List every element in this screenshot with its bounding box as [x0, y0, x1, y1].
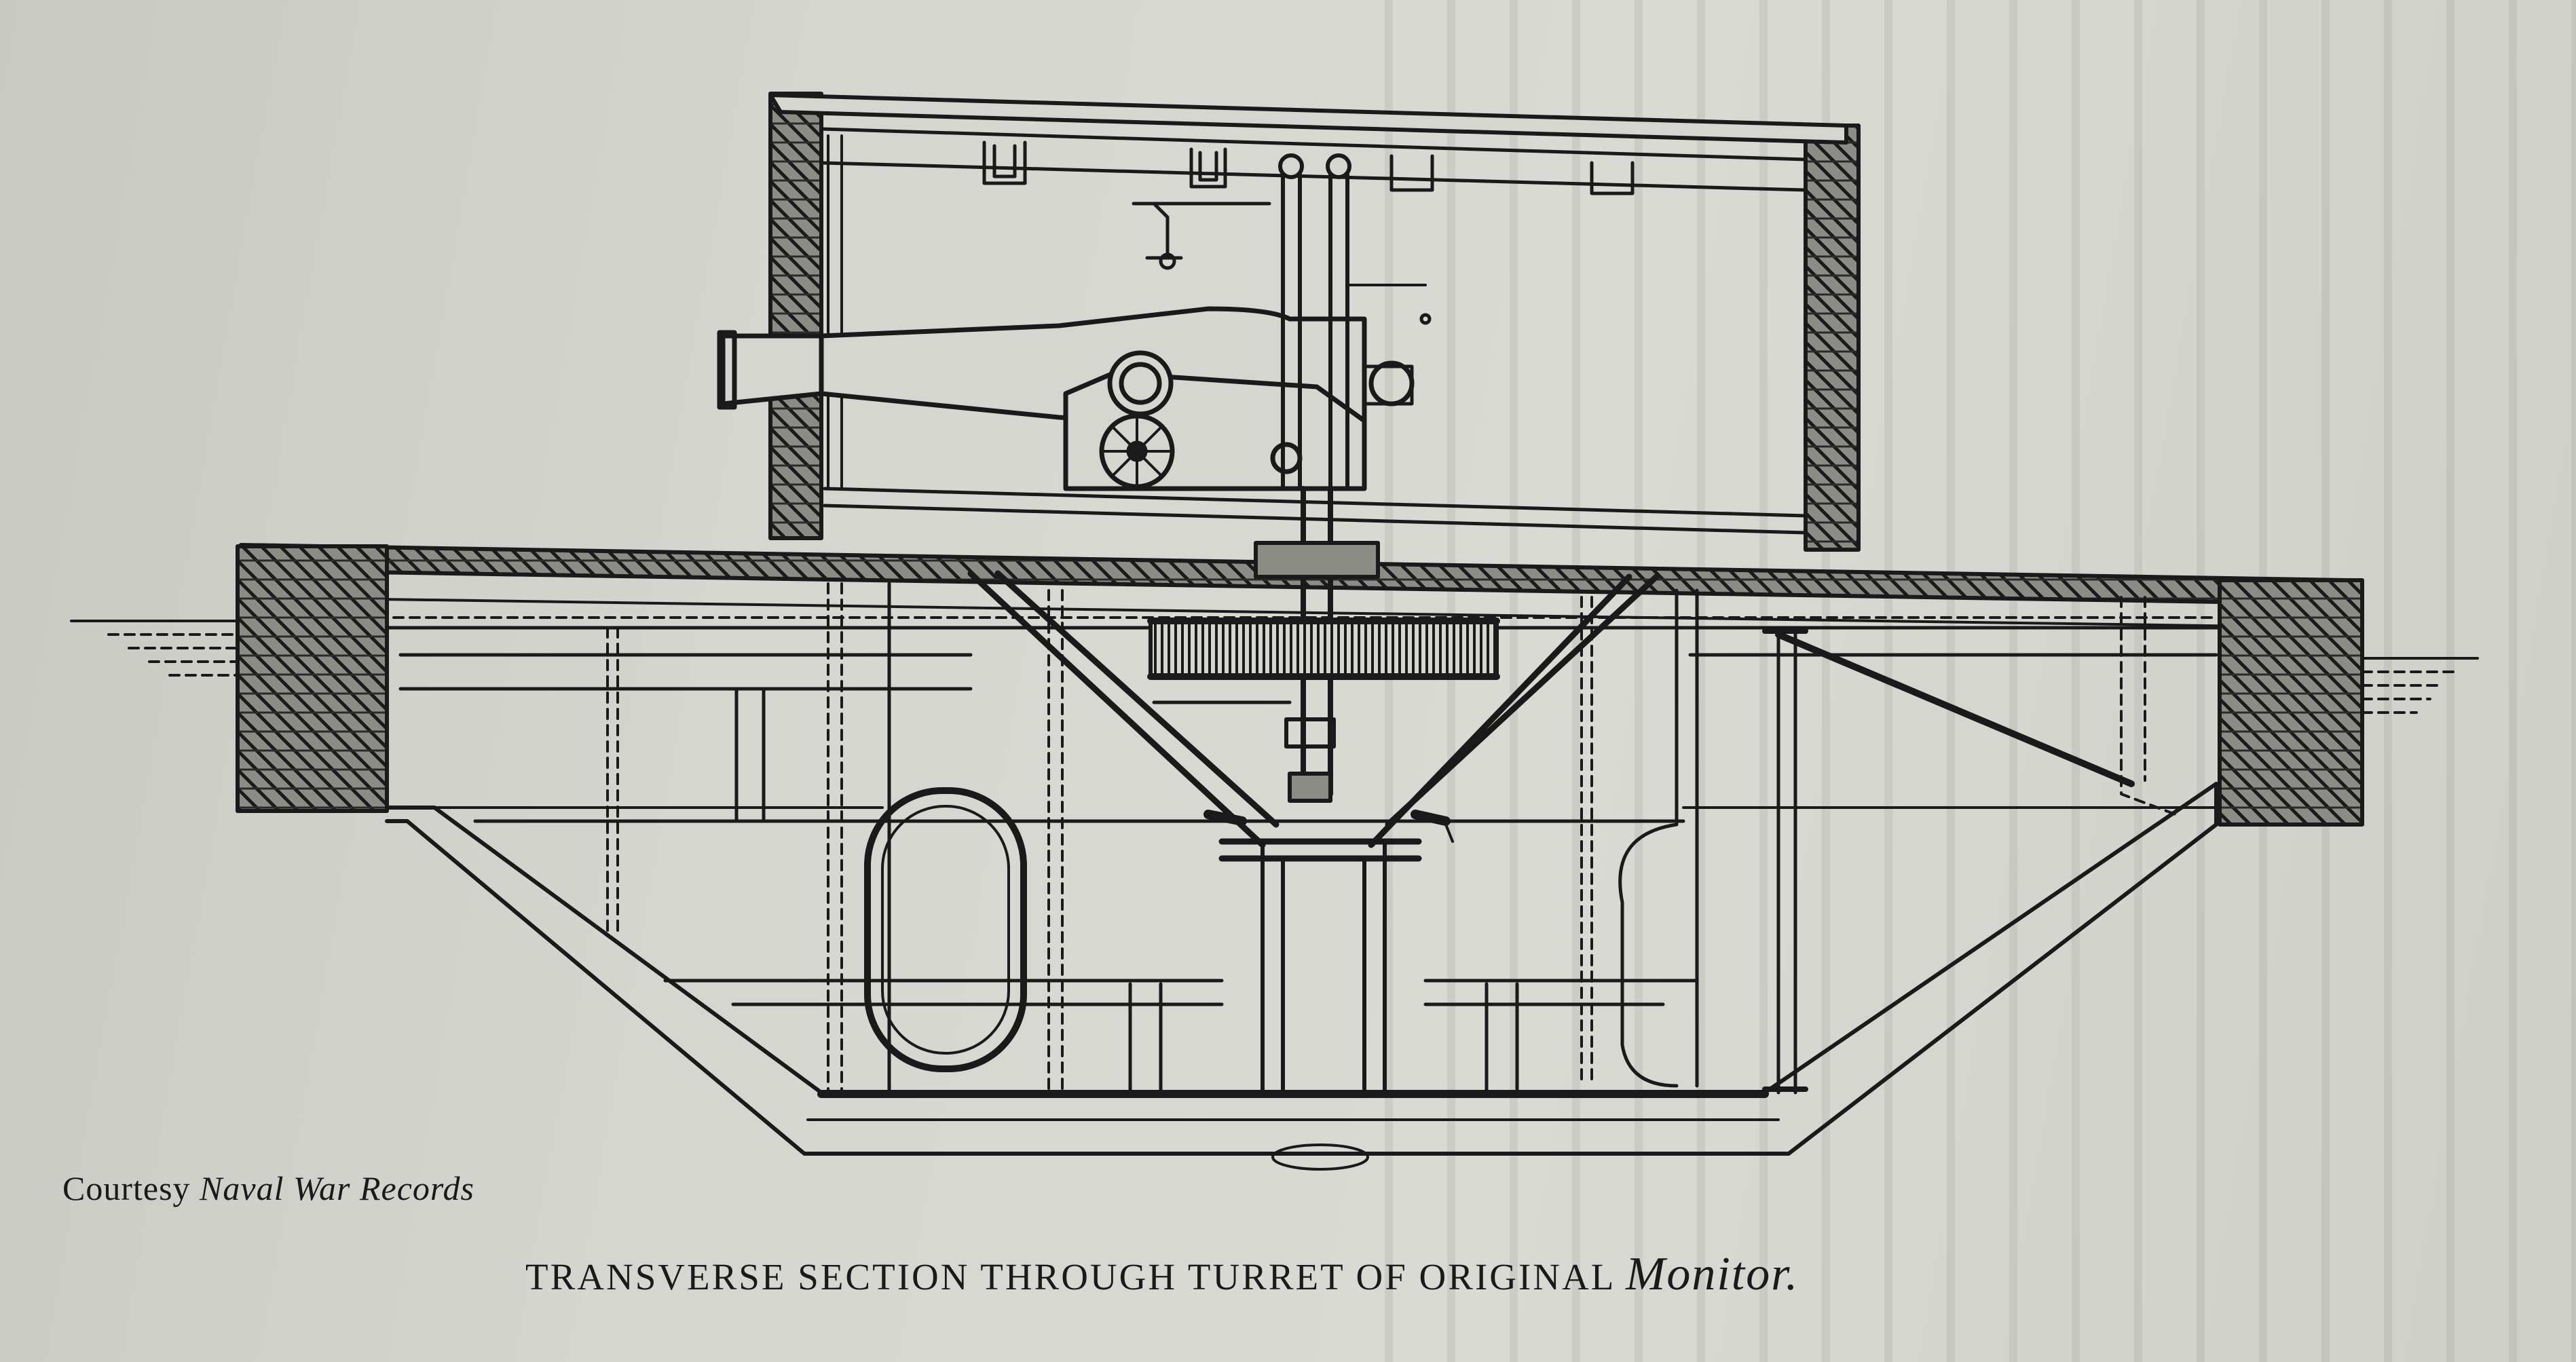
image-credit: Courtesy Naval War Records [62, 1169, 474, 1208]
credit-prefix: Courtesy [62, 1169, 191, 1207]
caption-text: TRANSVERSE SECTION THROUGH TURRET OF ORI… [525, 1256, 1615, 1298]
caption-ship-name: Monitor. [1626, 1248, 1799, 1300]
water-line-left [70, 620, 239, 677]
right-stanchion [1776, 629, 1797, 1095]
hull-access-oval [864, 787, 1027, 1072]
turret-rotation-gear [1149, 619, 1499, 679]
turret-armor-left [768, 92, 823, 540]
roof-brackets [982, 140, 1635, 195]
bleed-through-text [1358, 0, 2576, 1362]
water-line-right [2361, 657, 2479, 714]
side-armor-left [236, 544, 389, 813]
central-braces [967, 570, 1660, 1095]
turret-spindle [1254, 153, 1380, 803]
gun-carriage [1063, 350, 1415, 491]
right-brace [1775, 631, 2135, 787]
side-armor-right [2218, 578, 2364, 827]
hull-outline [385, 782, 2218, 1156]
credit-source: Naval War Records [200, 1169, 474, 1207]
turret-roof [768, 93, 1848, 145]
figure-caption: TRANSVERSE SECTION THROUGH TURRET OF ORI… [525, 1247, 1799, 1302]
hull-frames [385, 582, 2222, 1095]
turret-armor-right [1804, 124, 1861, 552]
